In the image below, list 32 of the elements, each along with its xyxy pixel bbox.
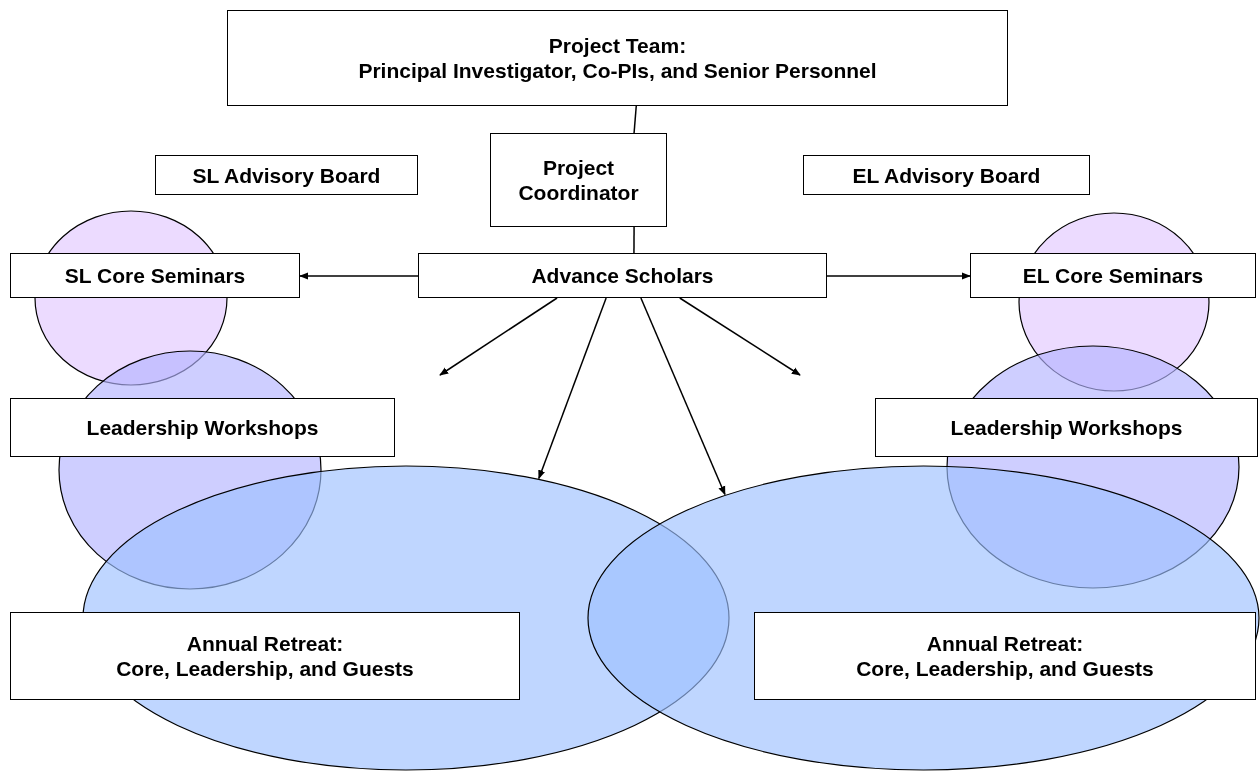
box-label: Core, Leadership, and Guests (856, 656, 1154, 681)
connector-line (633, 226, 635, 254)
connector-line (633, 105, 637, 134)
box-label: Annual Retreat: (926, 631, 1084, 656)
arrow (439, 297, 558, 376)
process-box (803, 155, 1090, 195)
arrow (826, 272, 971, 280)
box-label: SL Core Seminars (64, 263, 246, 288)
process-box (875, 398, 1258, 457)
process-box (418, 253, 827, 298)
arrow (640, 297, 726, 496)
box-label: Project Coordinator (517, 155, 640, 205)
arrow (538, 297, 607, 480)
arrow (299, 272, 419, 280)
process-box (227, 10, 1008, 106)
box-label: EL Core Seminars (1022, 263, 1204, 288)
box-label: Leadership Workshops (86, 415, 319, 440)
box-label: Advance Scholars (531, 263, 714, 288)
box-label: SL Advisory Board (192, 162, 381, 188)
process-box (10, 612, 520, 700)
process-box (10, 398, 395, 457)
box-label: Annual Retreat: (186, 631, 344, 656)
box-label: Project Team: (548, 33, 687, 58)
process-box (10, 253, 300, 298)
arrow (679, 297, 801, 376)
box-label: Leadership Workshops (950, 415, 1183, 440)
box-label: Core, Leadership, and Guests (116, 656, 414, 681)
box-label: EL Advisory Board (852, 162, 1041, 188)
box-label: Principal Investigator, Co-PIs, and Senior Personnel (358, 58, 877, 83)
process-box (970, 253, 1256, 298)
process-box (490, 133, 667, 227)
process-box (155, 155, 418, 195)
